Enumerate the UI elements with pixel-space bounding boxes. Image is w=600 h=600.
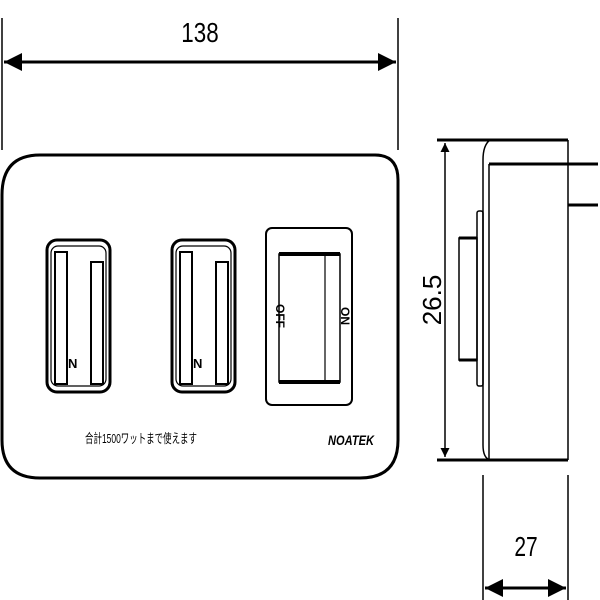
live-slot [90, 261, 104, 385]
neutral-slot [179, 251, 193, 385]
rating-text: 合計1500ワットまで使えます [85, 431, 197, 446]
switch-off-label: OFF [273, 304, 287, 328]
height-label: 26.5 [417, 275, 447, 326]
depth-label: 27 [514, 532, 537, 563]
rocker [278, 253, 341, 383]
width-label: 138 [181, 18, 218, 49]
switch-side [458, 237, 478, 361]
neutral-slot [54, 251, 68, 385]
switch-on-label: ON [338, 307, 352, 325]
brand-logo: NOATEK [328, 432, 375, 448]
neutral-label: N [68, 356, 77, 371]
outlet-2: N [170, 238, 237, 394]
width-dimension: 138 [1, 18, 399, 150]
power-switch: OFF ON [265, 227, 353, 406]
live-slot [215, 261, 229, 385]
strip-body-front [0, 153, 400, 480]
neutral-label: N [193, 356, 202, 371]
side-view: 26.5 27 [417, 138, 598, 600]
outlet-1: N [45, 238, 112, 394]
